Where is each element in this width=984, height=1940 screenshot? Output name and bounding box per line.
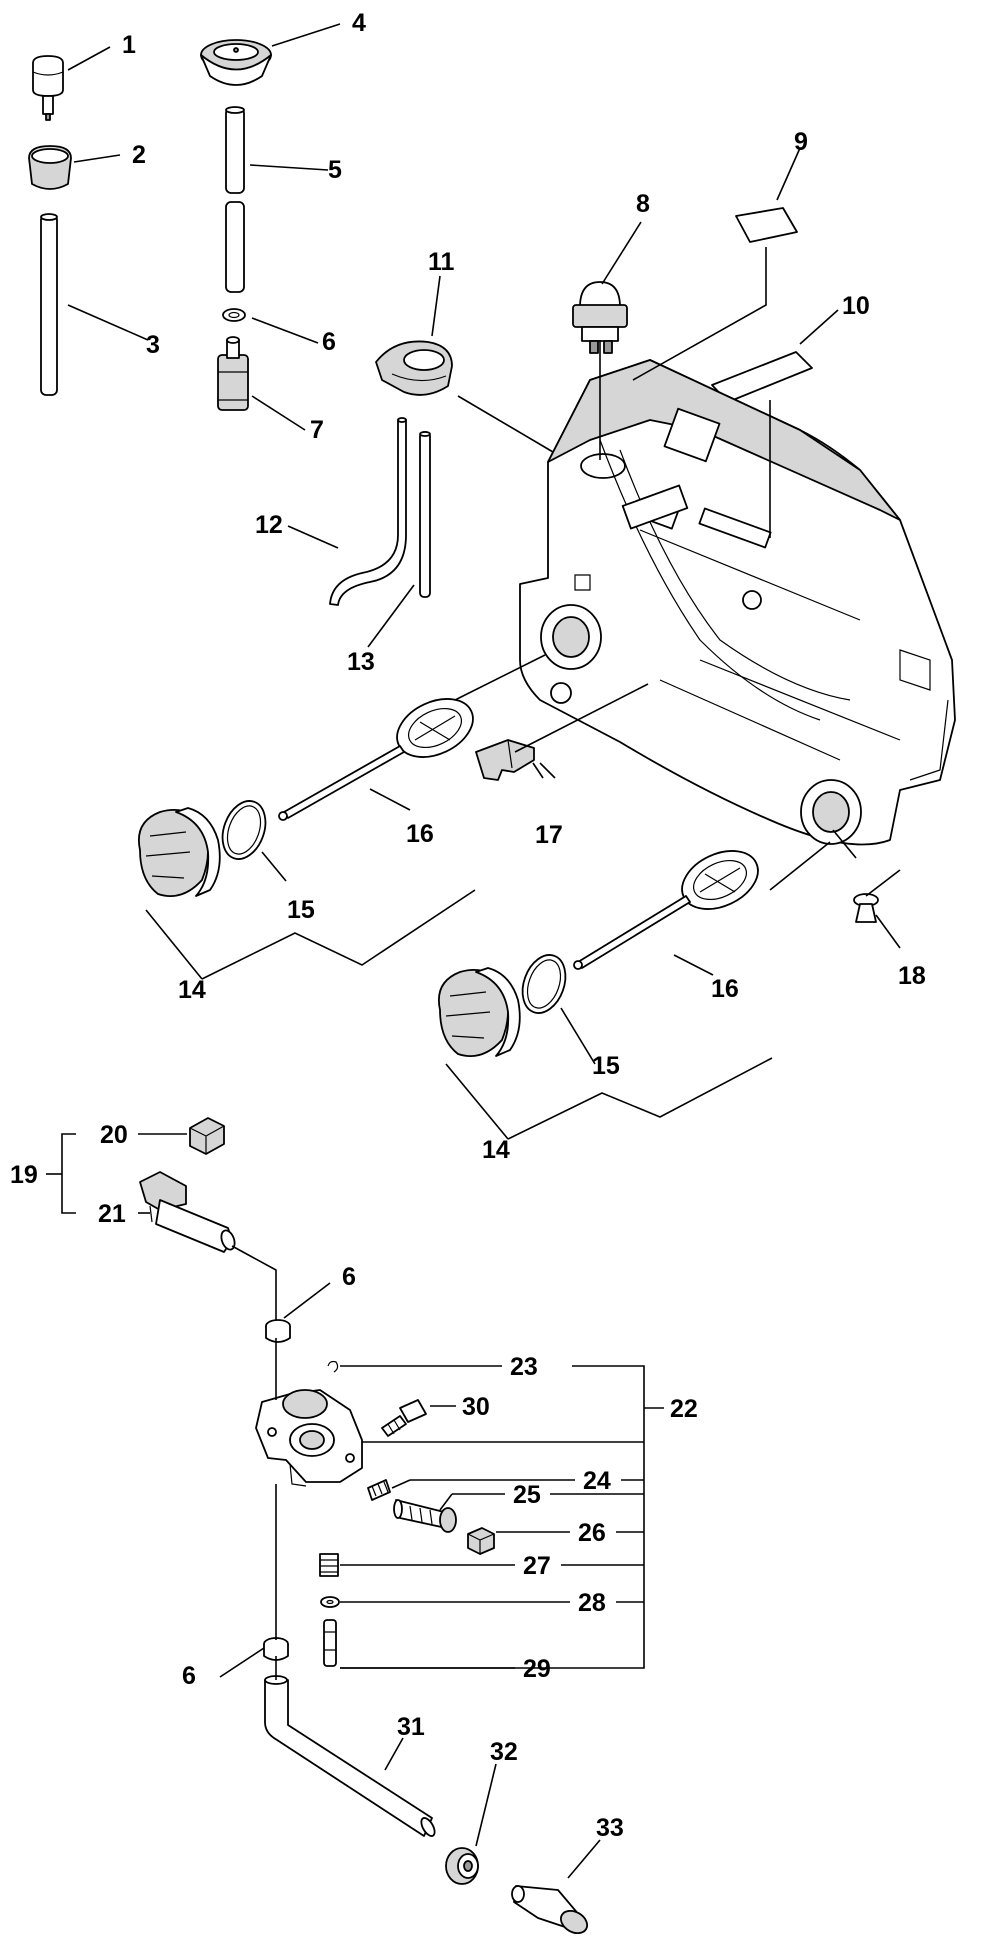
callout-1: 1 (122, 31, 136, 59)
callout-10: 10 (842, 292, 870, 320)
callout-13: 13 (347, 648, 375, 676)
part-8-primer (572, 281, 628, 354)
callout-6-top: 6 (322, 328, 336, 356)
callout-14-lower: 14 (482, 1136, 510, 1164)
part-6-ring-top (222, 308, 246, 322)
callout-22: 22 (670, 1395, 698, 1423)
leader-lines (46, 23, 901, 1879)
part-15-oring-upper (221, 800, 267, 860)
callout-15-lower: 15 (592, 1052, 620, 1080)
callout-33: 33 (596, 1814, 624, 1842)
callout-26: 26 (578, 1519, 606, 1547)
callout-6-middle: 6 (342, 1263, 356, 1291)
callout-11: 11 (428, 248, 455, 276)
part-14-cap-upper (138, 807, 221, 898)
callout-30: 30 (462, 1393, 490, 1421)
callout-29: 29 (523, 1655, 551, 1683)
part-9-label (735, 207, 798, 243)
callout-20: 20 (100, 1121, 128, 1149)
part-7-filter (217, 336, 249, 411)
part-30-screw (381, 1399, 427, 1437)
callout-4: 4 (352, 9, 366, 37)
part-6-ring-middle (265, 1319, 291, 1343)
callout-15-upper: 15 (287, 896, 315, 924)
callout-12: 12 (255, 511, 283, 539)
callout-9: 9 (794, 128, 808, 156)
part-32-grommet (445, 1847, 479, 1885)
callout-28: 28 (578, 1589, 606, 1617)
part-27-spring (319, 1553, 339, 1577)
part-29-pin (323, 1619, 337, 1667)
part-24-spring (367, 1479, 391, 1501)
part-2-grommet (28, 145, 72, 190)
callout-3: 3 (146, 331, 160, 359)
callout-17: 17 (535, 821, 563, 849)
part-26-nut (467, 1527, 495, 1555)
part-15-oring-lower (521, 954, 567, 1014)
callout-23: 23 (510, 1353, 538, 1381)
crankcase-housing (519, 359, 956, 846)
callout-31: 31 (397, 1713, 425, 1741)
callout-16-upper: 16 (406, 820, 434, 848)
callout-6-bottom: 6 (182, 1662, 196, 1690)
callout-8: 8 (636, 190, 650, 218)
callout-16-lower: 16 (711, 975, 739, 1003)
callout-18: 18 (898, 962, 926, 990)
part-23-clip (327, 1360, 339, 1373)
part-33-filter (511, 1885, 589, 1935)
part-1-cap (32, 55, 64, 121)
callout-labels: 1 2 3 4 5 6 7 8 9 10 11 12 13 14 15 16 1… (10, 9, 926, 1842)
part-25-plunger (393, 1499, 457, 1533)
part-4-plug (200, 39, 272, 86)
part-12-hose (329, 417, 407, 606)
callout-32: 32 (490, 1738, 518, 1766)
callout-2: 2 (132, 141, 146, 169)
callout-24: 24 (583, 1467, 611, 1495)
callout-21: 21 (98, 1200, 126, 1228)
part-16-pickup-lower (573, 850, 759, 970)
oil-pump-body (255, 1389, 363, 1487)
part-20-block (189, 1117, 225, 1155)
part-14-cap-lower (438, 967, 521, 1058)
callout-7: 7 (310, 416, 324, 444)
part-3-rod (40, 213, 58, 396)
callout-14-upper: 14 (178, 976, 206, 1004)
part-18-screw (853, 893, 879, 923)
part-13-tube (419, 431, 431, 598)
callout-27: 27 (523, 1552, 551, 1580)
part-31-hose (264, 1675, 436, 1837)
callout-25: 25 (513, 1481, 541, 1509)
part-16-pickup-upper (278, 698, 474, 821)
part-11-strainer (375, 340, 453, 396)
callout-5: 5 (328, 156, 342, 184)
part-5-tube (225, 106, 245, 293)
part-28-washer (320, 1596, 340, 1608)
callout-19: 19 (10, 1161, 38, 1189)
part-21-nozzle (139, 1171, 236, 1253)
part-10-label (711, 351, 813, 403)
